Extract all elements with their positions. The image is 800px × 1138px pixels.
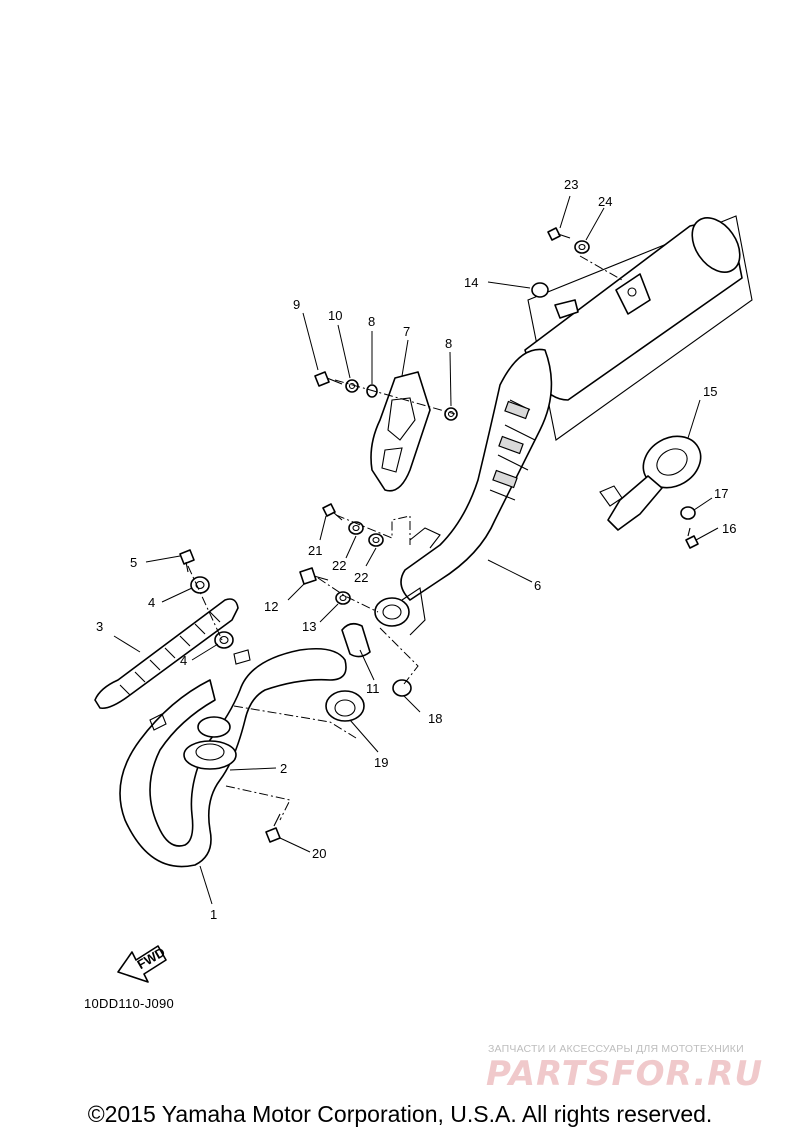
callout-19: 19 — [374, 755, 388, 770]
callout-7: 7 — [403, 324, 410, 339]
silencer-insert — [599, 435, 702, 531]
callout-6: 6 — [534, 578, 541, 593]
callout-10: 10 — [328, 308, 342, 323]
callout-4-bottom: 4 — [180, 653, 187, 668]
callout-1: 1 — [210, 907, 217, 922]
callout-12: 12 — [264, 599, 278, 614]
callout-22-left: 22 — [332, 558, 346, 573]
callout-14: 14 — [464, 275, 478, 290]
pipe-protector — [94, 598, 239, 710]
watermark-logo: PARTSFOR.RU — [486, 1054, 764, 1094]
callout-2: 2 — [280, 761, 287, 776]
callout-9: 9 — [293, 297, 300, 312]
callout-8-right: 8 — [445, 336, 452, 351]
callout-8-left: 8 — [368, 314, 375, 329]
alignment-lines — [187, 255, 623, 821]
callout-15: 15 — [703, 384, 717, 399]
copyright-notice: ©2015 Yamaha Motor Corporation, U.S.A. A… — [87, 1101, 713, 1127]
callout-21: 21 — [308, 543, 322, 558]
muffler-protector — [370, 371, 431, 492]
callout-24: 24 — [598, 194, 612, 209]
callout-22-right: 22 — [354, 570, 368, 585]
forward-direction-arrow: FWD — [117, 944, 168, 983]
watermark-tagline: ЗАПЧАСТИ И АКСЕССУАРЫ ДЛЯ МОТОТЕХНИКИ — [488, 1043, 744, 1055]
leader-lines — [113, 195, 719, 905]
callout-numbers: 23 24 14 9 10 8 7 8 15 17 16 21 22 22 6 … — [96, 177, 736, 922]
callout-4-top: 4 — [148, 595, 155, 610]
callout-11: 11 — [366, 681, 380, 696]
exhaust-pipe — [119, 647, 347, 868]
callout-5: 5 — [130, 555, 137, 570]
muffler-assembly — [374, 215, 753, 636]
callout-18: 18 — [428, 711, 442, 726]
diagram-code: 10DD110-J090 — [84, 996, 175, 1011]
small-parts — [179, 227, 699, 843]
callout-16: 16 — [722, 521, 736, 536]
callout-13: 13 — [302, 619, 316, 634]
callout-20: 20 — [312, 846, 326, 861]
callout-23: 23 — [564, 177, 578, 192]
callout-3: 3 — [96, 619, 103, 634]
callout-17: 17 — [714, 486, 728, 501]
